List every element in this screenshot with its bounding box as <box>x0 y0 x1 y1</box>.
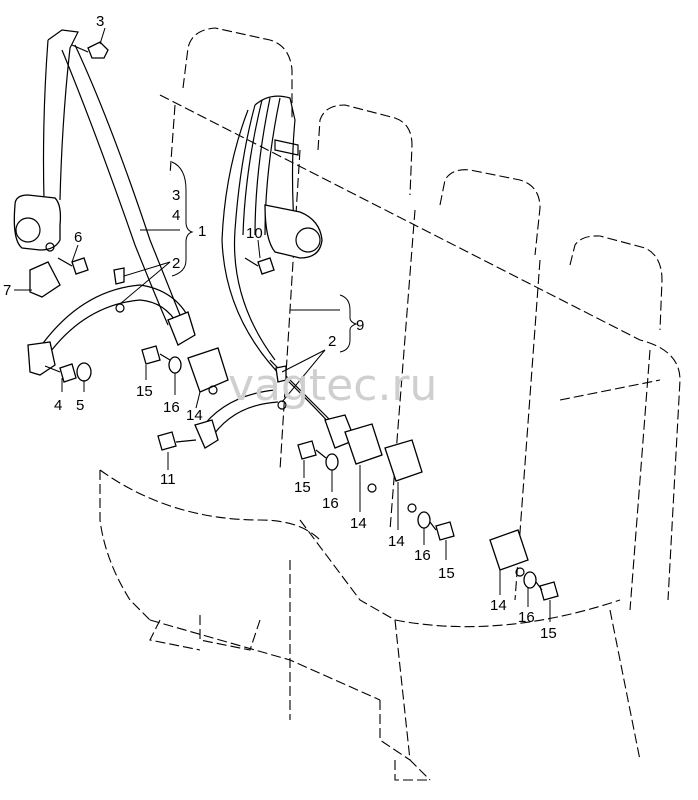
buckle-assemblies <box>141 345 559 601</box>
callout-16-b: 16 <box>322 495 339 512</box>
callout-1: 1 <box>198 223 206 240</box>
callout-15-a: 15 <box>136 383 153 400</box>
callout-14-a: 14 <box>186 407 203 424</box>
washer-lower-left <box>76 362 92 382</box>
cover-cap <box>29 261 61 298</box>
callout-2-middle: 2 <box>328 333 336 350</box>
callout-15-b: 15 <box>294 479 311 496</box>
bolt-upper-left <box>87 41 109 59</box>
callout-16-c: 16 <box>414 547 431 564</box>
callout-5: 5 <box>76 397 84 414</box>
callout-7: 7 <box>3 282 11 299</box>
callout-16-d: 16 <box>518 609 535 626</box>
callout-15-c: 15 <box>438 565 455 582</box>
callout-4-bracket: 4 <box>172 207 180 224</box>
washer-2 <box>325 453 339 471</box>
callout-9: 9 <box>356 317 364 334</box>
middle-seat-belt <box>157 95 356 451</box>
callout-11: 11 <box>160 471 176 488</box>
bolt-retractor-left <box>71 257 89 275</box>
middle-retractor <box>264 204 323 259</box>
washer-4 <box>523 571 537 589</box>
left-latch-tongue <box>167 311 196 346</box>
bolt-lap-middle <box>157 431 177 451</box>
bolt-3 <box>435 521 455 541</box>
callout-14-c: 14 <box>388 533 405 550</box>
callout-16-a: 16 <box>163 399 180 416</box>
callout-14-b: 14 <box>350 515 367 532</box>
callout-14-d: 14 <box>490 597 507 614</box>
bolt-retractor-middle <box>257 257 275 275</box>
buckle-1 <box>187 347 229 393</box>
buckle-3 <box>384 439 423 482</box>
left-seat-belt <box>13 29 196 383</box>
guide-left <box>113 267 125 285</box>
bolt-lower-left <box>59 363 77 383</box>
callout-3-top: 3 <box>96 13 104 30</box>
callout-10: 10 <box>246 225 263 242</box>
buckle-2 <box>344 423 383 465</box>
watermark: vagtec.ru <box>228 360 437 411</box>
callout-15-d: 15 <box>540 625 557 642</box>
callouts: 3 3 4 1 6 7 2 10 9 2 4 5 15 16 14 11 15 … <box>3 13 557 642</box>
bolt-4 <box>539 581 559 601</box>
bolt-2 <box>297 440 317 460</box>
bolt-1 <box>141 345 161 365</box>
guide-middle <box>275 365 287 383</box>
washer-1 <box>168 356 182 374</box>
buckle-4 <box>489 529 529 571</box>
callout-2-left: 2 <box>172 255 180 272</box>
washer-3 <box>417 511 431 529</box>
callout-6: 6 <box>74 229 82 246</box>
callout-4-lower: 4 <box>54 397 62 414</box>
left-anchor-plate <box>27 341 56 376</box>
middle-anchor-plate <box>194 419 219 449</box>
callout-3-bracket: 3 <box>172 187 180 204</box>
leader-lines <box>14 27 551 622</box>
